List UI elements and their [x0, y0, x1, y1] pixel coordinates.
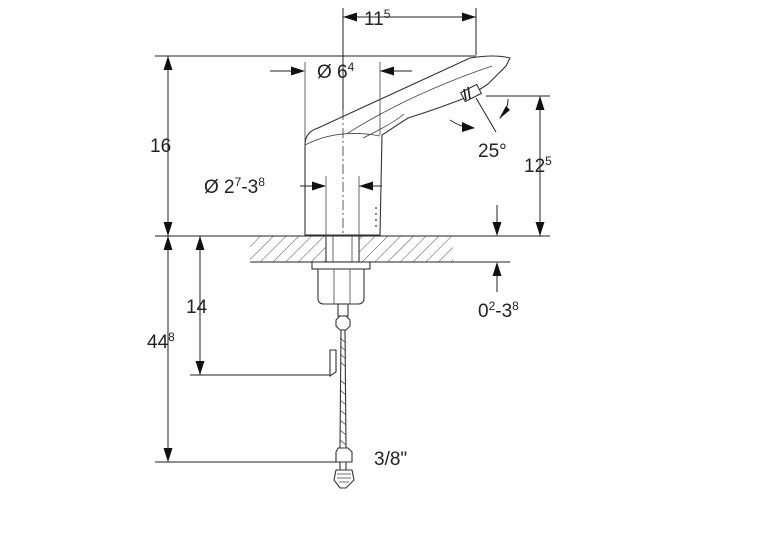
- dimension-spout-angle: [449, 97, 510, 133]
- dimension-diameter-shank: [300, 176, 382, 236]
- label-connection: 3/8": [374, 449, 407, 470]
- label-deck-thickness: 02-38: [478, 299, 519, 322]
- dimension-spout-height: [453, 95, 550, 237]
- flexible-hose: [329, 303, 355, 489]
- label-height-total: 16: [150, 136, 171, 157]
- label-width-top: 115: [364, 7, 391, 30]
- aerator: [460, 83, 482, 103]
- faucet-body: [304, 55, 511, 236]
- label-spout-angle: 25°: [478, 141, 507, 162]
- shank: [325, 235, 360, 263]
- dimension-diameter-spout: [270, 62, 412, 145]
- label-below-depth: 448: [147, 330, 175, 353]
- dimension-height-total: [155, 55, 476, 236]
- dimension-shank-length: [190, 236, 330, 376]
- label-diameter-shank: Ø 27-38: [204, 175, 265, 198]
- label-diameter-spout: Ø 64: [317, 60, 355, 83]
- dimension-deck-thickness: [453, 205, 510, 292]
- fixing-nut: [311, 261, 371, 305]
- dimension-below-depth: [155, 235, 336, 463]
- label-shank-length: 14: [186, 297, 208, 318]
- label-spout-height: 125: [524, 154, 552, 177]
- dimension-width-top: [342, 8, 477, 110]
